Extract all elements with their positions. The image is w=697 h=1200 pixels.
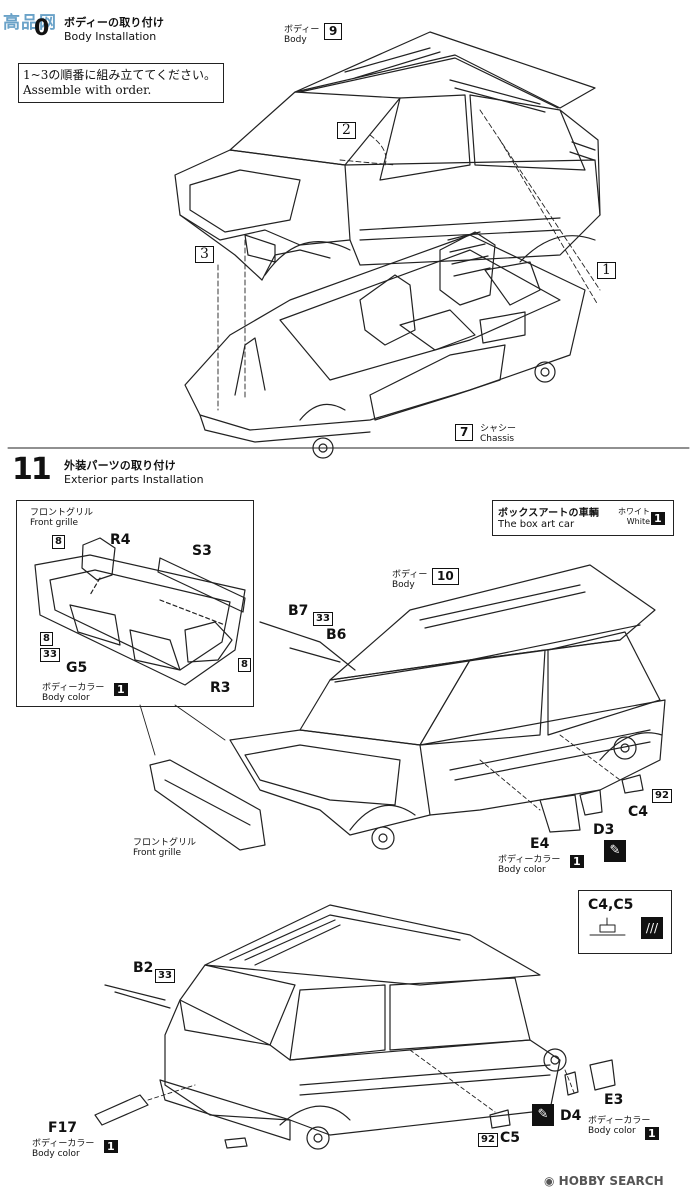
box-art-jp: ボックスアートの車輌	[498, 508, 600, 519]
part-B2: B2	[133, 960, 154, 976]
part-D3: D3	[593, 822, 615, 838]
chassis-en: Chassis	[480, 434, 515, 444]
part-E3: E3	[604, 1092, 624, 1108]
f17-bodycolor-jp: ボディーカラー	[32, 1139, 95, 1149]
inset-callout-lines	[139, 704, 226, 756]
c4-c5-inset	[578, 890, 672, 954]
body-part-number-9: 9	[324, 23, 343, 40]
color-33-b7: 33	[313, 612, 333, 626]
chassis-jp: シャシー	[480, 424, 517, 434]
part-R3: R3	[210, 680, 231, 696]
part-B7: B7	[288, 603, 309, 619]
e3-bodycolor-en: Body color	[588, 1126, 636, 1136]
body-jp: ボディー	[284, 25, 320, 35]
step-11-number: 11	[12, 452, 52, 487]
order-marker-3: 3	[195, 246, 214, 263]
chassis-drawing	[184, 231, 586, 459]
color-92-c4: 92	[652, 789, 672, 803]
e3-bodycolor-jp: ボディーカラー	[588, 1116, 651, 1126]
body-mid-en: Body	[392, 580, 415, 590]
box-art-car-box	[492, 500, 674, 536]
color-1-e3: 1	[645, 1127, 659, 1140]
body-mid-jp: ボディー	[392, 570, 428, 580]
sticker-pictogram	[589, 917, 626, 936]
front-grille-inset	[16, 500, 254, 707]
inset-bodycolor-en: Body color	[42, 693, 90, 703]
glue-icon-d3: ✎	[604, 840, 626, 862]
e3-bodycolor-label: ボディーカラー Body color	[588, 1113, 650, 1136]
inset-bodycolor-jp: ボディーカラー	[42, 683, 105, 693]
chassis-part-number-7: 7	[455, 424, 474, 441]
part-D4: D4	[560, 1108, 582, 1124]
color-1-white: 1	[651, 512, 665, 525]
color-1-inset: 1	[114, 683, 128, 696]
color-8-r4: 8	[52, 535, 65, 549]
part-S3: S3	[192, 543, 212, 559]
rear-body-drawing	[94, 904, 616, 1150]
part-C4: C4	[628, 804, 649, 820]
body-part-number-10: 10	[432, 568, 459, 585]
assembly-guide-lines	[217, 109, 601, 411]
f17-bodycolor-label: ボディーカラー Body color	[32, 1136, 94, 1159]
order-note-jp: 1~3の順番に組み立ててください。	[23, 68, 216, 82]
order-marker-1: 1	[597, 262, 616, 279]
front-grille-en: Front grille	[133, 848, 182, 858]
grille-drawing	[34, 537, 246, 686]
color-33-g5: 33	[40, 648, 60, 662]
e4-bodycolor-label: ボディーカラー Body color	[498, 852, 560, 875]
chassis-label: シャシー Chassis	[480, 421, 516, 444]
part-G5: G5	[66, 660, 88, 676]
body-en: Body	[284, 35, 307, 45]
box-art-label: ボックスアートの車輌 The box art car	[498, 504, 599, 530]
color-1-f17: 1	[104, 1140, 118, 1153]
e4-bodycolor-jp: ボディーカラー	[498, 855, 561, 865]
watermark-top: 高品网	[3, 13, 57, 33]
white-jp: ホワイト	[618, 507, 650, 516]
part-C5: C5	[500, 1130, 521, 1146]
color-8-g5: 8	[40, 632, 53, 646]
inset-bodycolor-label: ボディーカラー Body color	[42, 680, 104, 703]
front-grille-jp: フロントグリル	[133, 838, 197, 848]
step-10-number-cutoff: 0	[34, 16, 49, 41]
color-8-r3: 8	[238, 658, 251, 672]
stripe-icon-c4c5: ///	[641, 917, 663, 939]
watermark-bottom: ◉ HOBBY SEARCH	[544, 1174, 664, 1188]
e4-bodycolor-en: Body color	[498, 865, 546, 875]
order-marker-2: 2	[337, 122, 356, 139]
white-en: White	[626, 517, 650, 526]
step-10-title-en: Body Installation	[64, 30, 157, 43]
part-E4: E4	[530, 836, 550, 852]
box-art-en: The box art car	[498, 519, 575, 530]
inset-grille-jp: フロントグリル	[30, 508, 94, 518]
color-92-c5: 92	[478, 1133, 498, 1147]
hobby-search-logo-icon: ◉	[544, 1174, 555, 1188]
f17-bodycolor-en: Body color	[32, 1149, 80, 1159]
color-1-e4: 1	[570, 855, 584, 868]
front-body-drawing	[149, 564, 666, 851]
part-C4-C5: C4,C5	[588, 897, 634, 913]
color-33-b2: 33	[155, 969, 175, 983]
inset-grille-label: フロントグリル Front grille	[30, 505, 93, 528]
front-grille-label: フロントグリル Front grille	[133, 835, 196, 858]
step-11-title-jp: 外装パーツの取り付け	[64, 459, 176, 472]
body-label-top: ボディー Body	[284, 22, 319, 45]
body-label-mid: ボディー Body	[392, 567, 427, 590]
glue-icon-d4: ✎	[532, 1104, 554, 1126]
inset-grille-en: Front grille	[30, 518, 79, 528]
part-B6: B6	[326, 627, 347, 643]
order-note-en: Assemble with order.	[23, 83, 152, 97]
order-note-box: 1~3の順番に組み立ててください。 Assemble with order.	[18, 63, 224, 103]
step-11-title-en: Exterior parts Installation	[64, 473, 204, 486]
part-R4: R4	[110, 532, 131, 548]
watermark-bottom-text: HOBBY SEARCH	[558, 1174, 664, 1188]
step-10-title-jp: ボディーの取り付け	[64, 16, 165, 29]
body-shell-drawing	[174, 31, 601, 281]
white-label: ホワイト White	[618, 506, 650, 526]
part-F17: F17	[48, 1120, 78, 1136]
